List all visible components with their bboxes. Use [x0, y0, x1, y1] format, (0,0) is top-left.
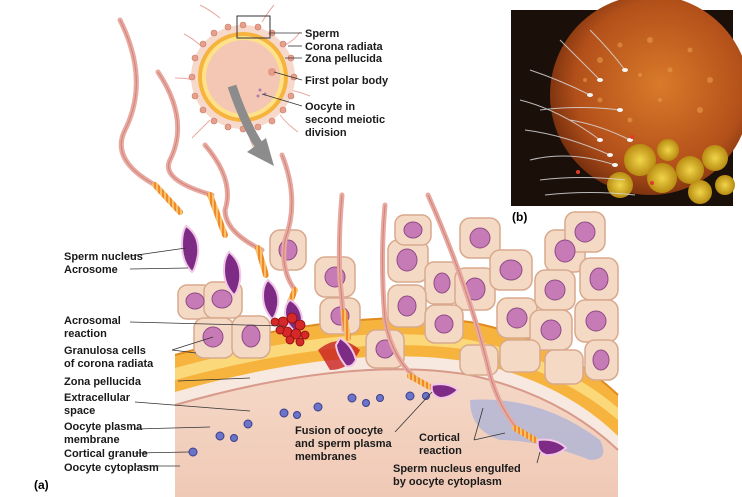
label-oocyte-cytoplasm: Oocyte cytoplasm [64, 462, 159, 474]
label-zona-pellucida-inset: Zona pellucida [305, 53, 383, 65]
label-oocyte-line1: Oocyte in [305, 101, 355, 113]
label-first-polar-body: First polar body [305, 75, 389, 87]
label-extracellular-2: space [64, 405, 95, 417]
micrograph-panel-b [511, 0, 742, 206]
label-engulfed-1: Sperm nucleus engulfed [393, 463, 521, 475]
label-engulfed-2: by oocyte cytoplasm [393, 476, 502, 488]
label-oocyte-line2: second meiotic [305, 114, 385, 126]
granulosa-nuclei [185, 221, 610, 371]
oocyte-overview [174, 4, 311, 166]
label-fusion-2: and sperm plasma [295, 438, 392, 450]
leader-lines [129, 32, 541, 467]
label-oocyte-line3: division [305, 127, 347, 139]
sperm-midpieces [152, 182, 538, 443]
label-cortical-2: reaction [419, 445, 462, 457]
label-sperm-nucleus: Sperm nucleus [64, 251, 143, 263]
acrosomal-reaction-cluster [270, 312, 310, 347]
left-labels: Sperm nucleus Acrosome Acrosomal reactio… [64, 251, 159, 474]
panel-b-label: (b) [512, 210, 527, 224]
label-sperm: Sperm [305, 28, 339, 40]
label-acrosomal-reaction-2: reaction [64, 328, 107, 340]
label-oocyte-membrane-1: Oocyte plasma [64, 421, 143, 433]
label-granulosa-2: of corona radiata [64, 358, 154, 370]
panel-a-label: (a) [34, 478, 49, 492]
label-granulosa-1: Granulosa cells [64, 345, 146, 357]
label-extracellular-1: Extracellular [64, 392, 131, 404]
label-zona-pellucida: Zona pellucida [64, 376, 142, 388]
bottom-labels: Fusion of oocyte and sperm plasma membra… [295, 425, 521, 488]
label-fusion-3: membranes [295, 451, 357, 463]
inset-labels: Sperm Corona radiata Zona pellucida Firs… [305, 28, 389, 139]
label-cortical-1: Cortical [419, 432, 460, 444]
label-corona-radiata: Corona radiata [305, 41, 384, 53]
cortical-granules [188, 391, 430, 457]
label-oocyte-membrane-2: membrane [64, 434, 120, 446]
label-fusion-1: Fusion of oocyte [295, 425, 383, 437]
label-cortical-granule: Cortical granule [64, 448, 148, 460]
label-acrosome: Acrosome [64, 264, 118, 276]
label-acrosomal-reaction-1: Acrosomal [64, 315, 121, 327]
